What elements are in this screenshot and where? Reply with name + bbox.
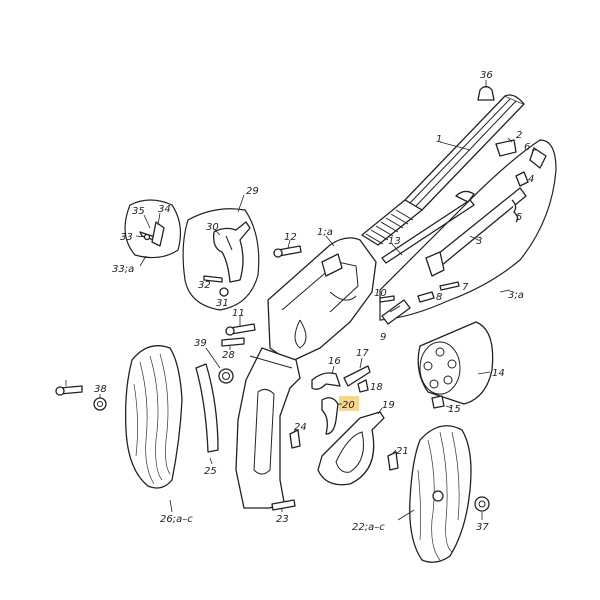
label-25: 25 xyxy=(204,466,217,477)
label-35: 35 xyxy=(132,206,145,217)
part-17-spring xyxy=(343,365,371,387)
part-18-screw xyxy=(357,379,369,393)
part-20-trigger xyxy=(321,397,339,435)
grip-wood-grain-right xyxy=(417,431,460,561)
barrel-thread xyxy=(361,199,423,246)
group-outline-29 xyxy=(182,208,260,311)
label-7: 7 xyxy=(462,282,469,293)
label-5: 5 xyxy=(516,212,522,223)
part-39-washer xyxy=(218,368,234,384)
label-12: 12 xyxy=(284,232,297,243)
part-16-bolt xyxy=(311,372,341,390)
part-30-hammer xyxy=(213,221,251,283)
label-34: 34 xyxy=(158,204,171,215)
label-28: 28 xyxy=(222,350,235,361)
label-20: 20 xyxy=(342,400,355,411)
label-30: 30 xyxy=(206,222,219,233)
label-10: 10 xyxy=(374,288,387,299)
group-outline-33a xyxy=(124,199,182,259)
part-9-rammer xyxy=(381,299,411,325)
part-4-screw xyxy=(515,171,529,187)
label-1: 1 xyxy=(436,134,442,145)
label-3a: 3;a xyxy=(508,290,524,301)
label-26: 26;a–c xyxy=(160,514,193,525)
label-14: 14 xyxy=(492,368,505,379)
part-19-trigger-guard xyxy=(317,411,385,486)
part-13-rod xyxy=(381,199,475,264)
part-5-spring xyxy=(511,199,519,223)
label-15: 15 xyxy=(448,404,461,415)
label-36: 36 xyxy=(480,70,493,81)
part-15-nipple xyxy=(431,395,445,409)
part-10-pin xyxy=(379,295,395,303)
part-26-grip-panel-left xyxy=(124,345,183,489)
part-1a-frame xyxy=(267,237,377,363)
label-23: 23 xyxy=(276,514,289,525)
label-8: 8 xyxy=(436,292,442,303)
part-33-screw xyxy=(143,233,151,241)
label-37: 37 xyxy=(476,522,489,533)
label-11: 11 xyxy=(232,308,245,319)
part-34-bolt xyxy=(151,221,165,247)
label-13: 13 xyxy=(388,236,401,247)
grip-wood-grain-left xyxy=(133,353,171,485)
part-24-screw xyxy=(289,429,301,449)
label-3: 3 xyxy=(476,236,482,247)
label-32: 32 xyxy=(198,280,211,291)
part-3-loading-lever xyxy=(427,187,527,271)
part-labels: 1 1;a 2 3 3;a 4 5 6 7 8 9 10 11 12 13 14… xyxy=(94,70,534,533)
label-16: 16 xyxy=(328,356,341,367)
group-outline-3a xyxy=(379,139,557,321)
part-21-screw xyxy=(387,451,399,471)
label-38: 38 xyxy=(94,384,107,395)
label-31: 31 xyxy=(216,298,229,309)
part-6-latch xyxy=(529,147,547,169)
label-1a: 1;a xyxy=(317,227,333,238)
part-25-mainspring xyxy=(195,363,219,453)
label-17: 17 xyxy=(356,348,369,359)
part-36-front-sight xyxy=(477,85,495,101)
part-38-escutcheon xyxy=(93,397,107,411)
part-8-plunger xyxy=(417,291,435,303)
part-32-pin xyxy=(203,275,223,283)
part-37-escutcheon xyxy=(474,496,490,512)
label-21: 21 xyxy=(396,446,409,457)
label-19: 19 xyxy=(382,400,395,411)
label-2: 2 xyxy=(516,130,522,141)
grip-frame xyxy=(235,347,301,509)
label-33: 33 xyxy=(120,232,133,243)
part-2-wedge xyxy=(495,139,517,157)
label-39: 39 xyxy=(194,338,207,349)
label-33a: 33;a xyxy=(112,264,134,275)
part-7-lever-pin xyxy=(439,281,460,291)
label-29: 29 xyxy=(246,186,259,197)
label-4: 4 xyxy=(528,174,534,185)
label-24: 24 xyxy=(294,422,307,433)
part-31-roller xyxy=(219,287,229,297)
label-18: 18 xyxy=(370,382,383,393)
label-22: 22;a–c xyxy=(352,522,385,533)
part-28-screw xyxy=(221,337,245,347)
highlight-part-20 xyxy=(339,396,359,411)
label-6: 6 xyxy=(524,142,530,153)
label-9: 9 xyxy=(380,332,386,343)
part-23-screw xyxy=(271,499,296,511)
